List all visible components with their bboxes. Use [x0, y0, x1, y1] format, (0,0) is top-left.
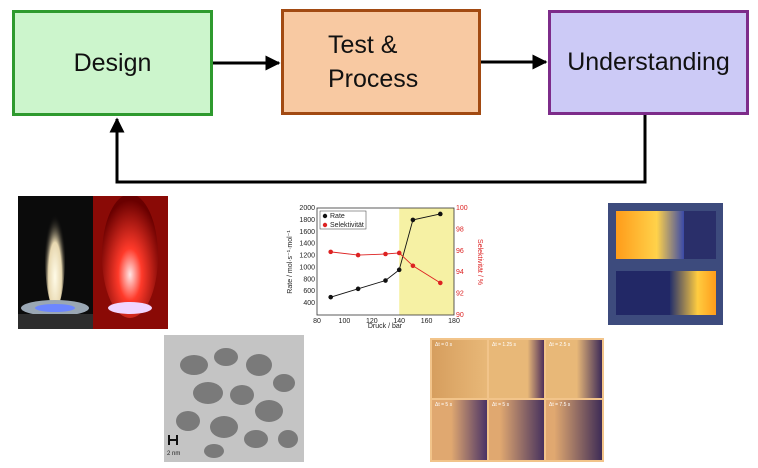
nanoparticle-image: 2 nm — [164, 335, 304, 462]
chart-legend: Rate Selektivität — [319, 210, 367, 230]
test-process-box: Test & Process — [281, 9, 481, 115]
chart-ylabel: Rate / mol·s⁻¹·mol⁻¹ — [287, 230, 294, 294]
series-0-point-1 — [355, 286, 361, 292]
series-0-point-0 — [328, 294, 334, 300]
panel-label-1: Δt = 1.25 s — [492, 342, 517, 348]
y-right-tick-label-4: 98 — [456, 226, 464, 233]
panel-label-0: Δt = 0 s — [435, 342, 453, 348]
flow-arrows — [109, 54, 647, 184]
series-1-point-5 — [438, 280, 443, 286]
series-line-0 — [330, 213, 441, 298]
x-tick-label-5: 180 — [448, 318, 460, 325]
series-1-point-1 — [355, 252, 361, 258]
xray-imaging-photo — [608, 203, 723, 325]
y-tick-label-4: 1200 — [299, 253, 315, 260]
legend-marker-rate — [322, 213, 328, 219]
series-0-point-4 — [410, 217, 416, 223]
panel-label-2: Δt = 2.5 s — [549, 342, 571, 348]
x-tick-label-0: 80 — [313, 318, 321, 325]
chart-xlabel: Druck / bar — [368, 323, 403, 330]
y-right-tick-label-0: 90 — [456, 312, 464, 319]
y-tick-label-7: 1800 — [299, 217, 315, 224]
panel-label-3: Δt = 5 s — [435, 402, 453, 408]
y-tick-label-6: 1600 — [299, 229, 315, 236]
chart-frame — [316, 207, 455, 316]
design-box: Design — [12, 10, 213, 116]
y-tick-label-0: 400 — [303, 300, 315, 307]
y-tick-label-2: 800 — [303, 276, 315, 283]
y-right-tick-label-3: 96 — [456, 248, 464, 255]
panel-1 — [489, 340, 544, 398]
highlight-region — [399, 208, 454, 315]
x-tick-label-2: 120 — [366, 318, 378, 325]
panel-2 — [546, 340, 602, 398]
flame-photo — [18, 196, 168, 329]
xray-image — [608, 203, 723, 325]
understanding-label: Understanding — [567, 48, 730, 76]
legend-marker-selectivity — [322, 222, 328, 228]
panel-label-5: Δt = 7.5 s — [549, 402, 571, 408]
series-line-1 — [330, 251, 441, 284]
y-tick-label-3: 1000 — [299, 264, 315, 271]
time-series-images: Δt = 0 s Δt = 1.25 s Δt = 2.5 s Δt = 5 s… — [430, 338, 604, 462]
panel-3 — [432, 400, 487, 460]
chart-ylabel-right: Selektivität / % — [476, 239, 483, 285]
series-1-point-0 — [328, 249, 334, 255]
test-process-label: Test & Process — [328, 28, 418, 96]
panel-label-4: Δt = 5 s — [492, 402, 510, 408]
series-0-point-5 — [438, 211, 443, 217]
series-0-point-2 — [383, 278, 388, 283]
x-tick-label-1: 100 — [339, 318, 351, 325]
y-right-tick-label-1: 92 — [456, 291, 464, 298]
series-1-point-2 — [383, 251, 388, 257]
test-label-line1: Test & — [328, 31, 398, 59]
legend-rate: Rate — [330, 213, 345, 220]
legend-selectivity: Selektivität — [330, 222, 364, 229]
series-0-point-3 — [396, 267, 402, 273]
tem-micrograph: 2 nm — [164, 335, 304, 462]
x-tick-label-3: 140 — [393, 318, 405, 325]
test-label-line2: Process — [328, 65, 419, 93]
y-tick-label-5: 1400 — [299, 241, 315, 248]
series-1-point-4 — [410, 263, 416, 269]
panel-4 — [489, 400, 544, 460]
y-right-tick-label-5: 100 — [456, 205, 468, 212]
flame-image — [18, 196, 168, 329]
understanding-box: Understanding — [548, 10, 749, 115]
y-right-tick-label-2: 94 — [456, 269, 464, 276]
y-tick-label-8: 2000 — [299, 205, 315, 212]
scale-bar-label: 2 nm — [167, 451, 180, 457]
x-tick-label-4: 160 — [421, 318, 433, 325]
design-label: Design — [73, 48, 152, 77]
feedback-arrow — [109, 115, 647, 184]
panel-0 — [432, 340, 487, 398]
series-1-point-3 — [396, 250, 402, 256]
panel-5 — [546, 400, 602, 460]
y-tick-label-1: 600 — [303, 288, 315, 295]
